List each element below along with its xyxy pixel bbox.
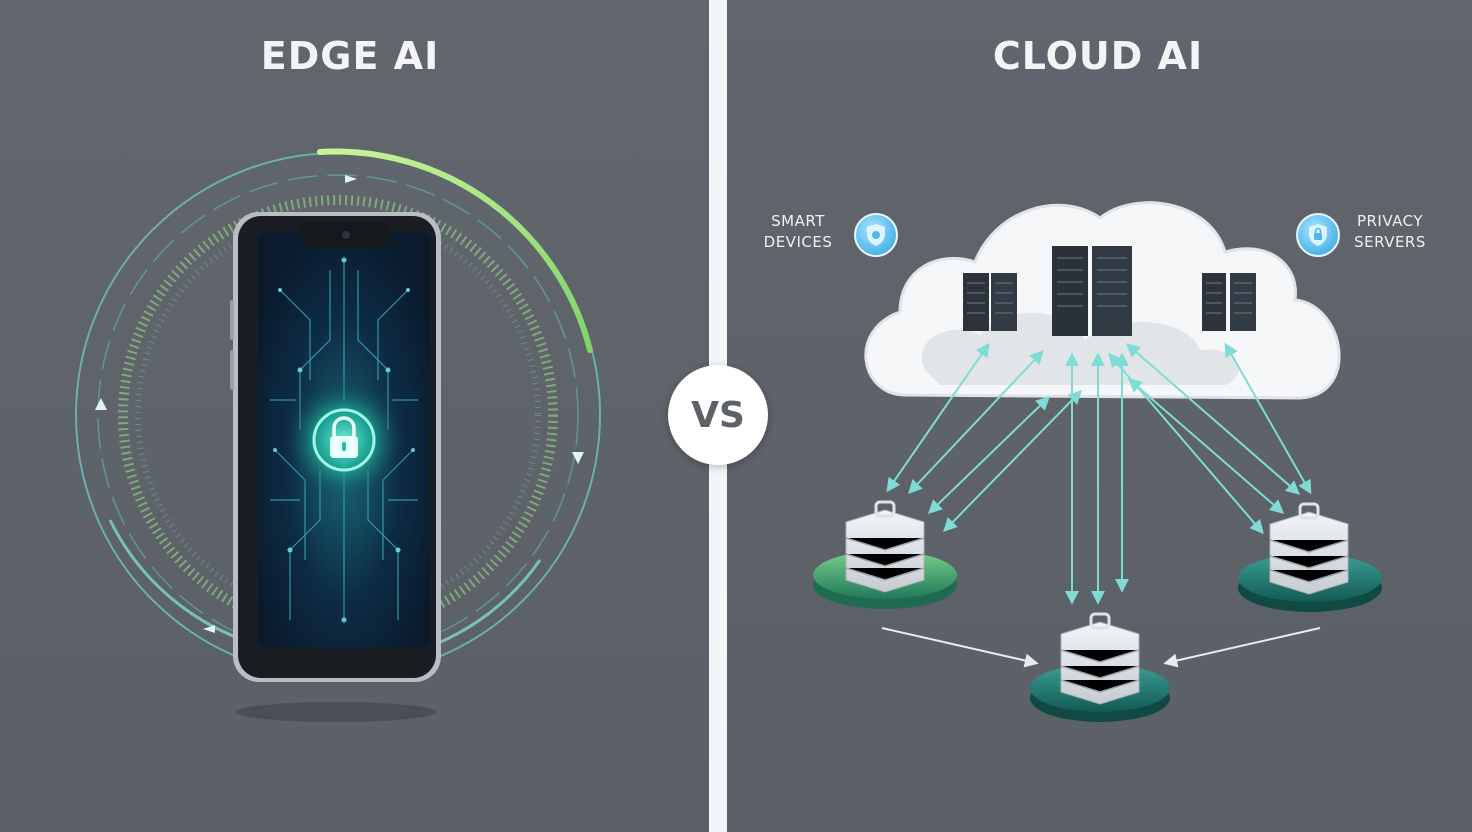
- shield-icon: [854, 213, 898, 257]
- smart-devices-label: SMART DEVICES: [748, 211, 848, 253]
- smart-devices-line-1: SMART: [771, 212, 825, 230]
- cloud-ai-title: CLOUD AI: [992, 34, 1204, 78]
- smartphone: [230, 212, 441, 722]
- privacy-servers-line-2: SERVERS: [1354, 233, 1426, 251]
- peer-arrows: [881, 627, 1321, 668]
- connection-arrows: [886, 342, 1312, 605]
- vs-badge: VS: [668, 365, 768, 465]
- server-rack-icon: [963, 246, 1256, 336]
- shield-icon: [1296, 213, 1340, 257]
- edge-node-right: [1238, 502, 1382, 612]
- privacy-servers-line-1: PRIVACY: [1356, 212, 1424, 230]
- padlock-icon: [330, 416, 358, 458]
- edge-node-bottom: [1030, 612, 1170, 722]
- privacy-servers-label: PRIVACY SERVERS: [1340, 211, 1440, 253]
- edge-node-left: [813, 500, 957, 609]
- edge-ai-title: EDGE AI: [260, 34, 440, 78]
- smart-devices-line-2: DEVICES: [763, 233, 833, 251]
